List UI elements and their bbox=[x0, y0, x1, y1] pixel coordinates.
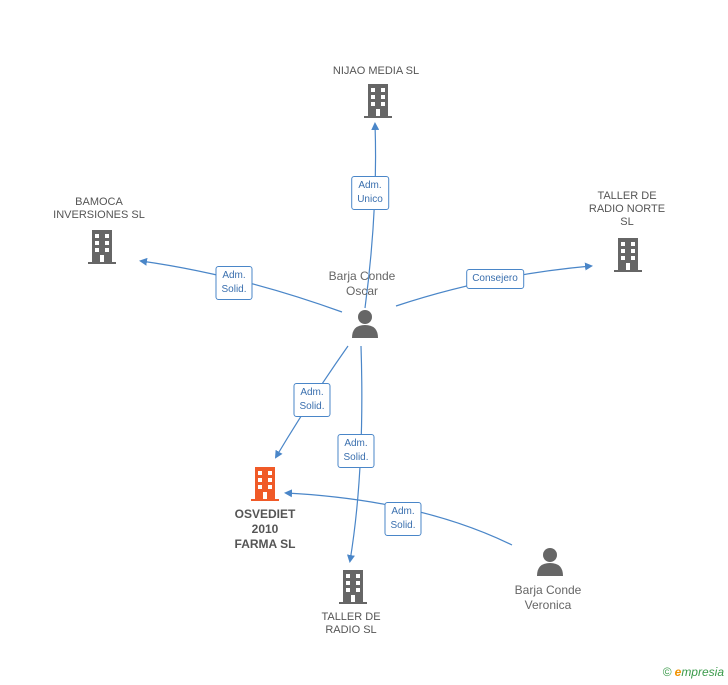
edge-oscar-nijao bbox=[364, 122, 380, 309]
company-label-nijao[interactable]: NIJAO MEDIA SL bbox=[332, 65, 420, 77]
copyright-icon: © bbox=[662, 665, 672, 679]
building-icon bbox=[614, 238, 642, 272]
building-icon bbox=[364, 84, 392, 118]
brand-logo-text: mpresia bbox=[681, 665, 724, 679]
brand-logo-e: e bbox=[674, 665, 682, 679]
building-icon bbox=[88, 230, 116, 264]
person-icon bbox=[352, 310, 378, 338]
company-label-bamoca[interactable]: BAMOCA INVERSIONES SL bbox=[53, 196, 145, 221]
edge-label-oscar-taller-norte: Consejero bbox=[466, 269, 524, 289]
brand-footer: ©empresia bbox=[663, 665, 724, 679]
edge-label-oscar-nijao: Adm. Unico bbox=[351, 176, 389, 210]
company-label-taller-norte[interactable]: TALLER DE RADIO NORTE SL bbox=[588, 190, 666, 228]
company-label-taller-radio[interactable]: TALLER DE RADIO SL bbox=[321, 611, 381, 636]
edge-label-veronica-osvediet: Adm. Solid. bbox=[384, 502, 422, 536]
edge-label-oscar-bamoca: Adm. Solid. bbox=[215, 266, 253, 300]
edge-label-oscar-osvediet: Adm. Solid. bbox=[293, 383, 331, 417]
company-label-osvediet[interactable]: OSVEDIET 2010 FARMA SL bbox=[234, 507, 296, 551]
building-icon bbox=[339, 570, 367, 604]
main-building-icon bbox=[251, 467, 279, 501]
edge-label-oscar-taller-radio: Adm. Solid. bbox=[337, 434, 375, 468]
person-icon bbox=[537, 548, 563, 576]
person-label-veronica[interactable]: Barja Conde Veronica bbox=[514, 583, 582, 612]
person-label-oscar[interactable]: Barja Conde Oscar bbox=[328, 269, 396, 298]
